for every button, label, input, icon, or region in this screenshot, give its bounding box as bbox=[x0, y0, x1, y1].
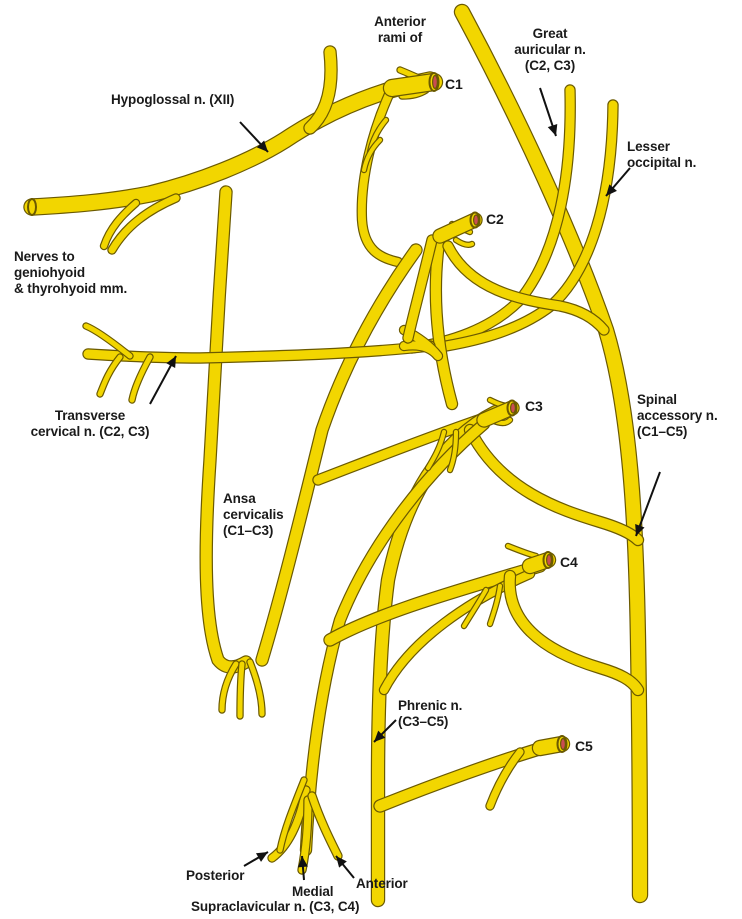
c1-root-stem bbox=[392, 82, 434, 88]
c5-to-phrenic bbox=[380, 744, 556, 806]
c4-label: C4 bbox=[560, 554, 578, 570]
anterior-rami-label: Anterior rami of bbox=[364, 14, 436, 46]
posterior-pointer bbox=[244, 852, 268, 866]
c1-label: C1 bbox=[445, 76, 463, 92]
c5-label: C5 bbox=[575, 738, 593, 754]
c5-root-cut-face bbox=[561, 739, 566, 750]
c3-to-phrenic-outline bbox=[378, 412, 496, 900]
geniohyoid-label: Nerves to geniohyoid & thyrohyoid mm. bbox=[14, 249, 127, 297]
c2-root-cut-face bbox=[474, 215, 479, 225]
supraclavicular-label: Supraclavicular n. (C3, C4) bbox=[191, 899, 359, 915]
c3-to-spinal-branch bbox=[470, 430, 638, 540]
ansa-cervicalis-label: Ansa cervicalis (C1–C3) bbox=[223, 491, 284, 539]
great-auricular-pointer bbox=[540, 88, 557, 136]
spinal-accessory-label: Spinal accessory n. (C1–C5) bbox=[637, 392, 718, 440]
c3-root-cut-face bbox=[511, 403, 516, 413]
phrenic-label: Phrenic n. (C3–C5) bbox=[398, 698, 462, 730]
anterior-label: Anterior bbox=[356, 876, 408, 892]
medial-label: Medial bbox=[292, 884, 333, 900]
c1-root-cut-face bbox=[433, 76, 438, 89]
transverse-cervical-twig-2 bbox=[100, 357, 120, 394]
ansa-superior-root bbox=[206, 192, 246, 667]
c1-down-branch bbox=[362, 88, 398, 262]
transverse-cervical-pointer bbox=[150, 356, 176, 404]
great-auricular-label: Great auricular n. (C2, C3) bbox=[497, 26, 603, 74]
c4-root-cut-face bbox=[547, 555, 552, 566]
anterior-pointer bbox=[336, 856, 354, 878]
lesser-occipital-label: Lesser occipital n. bbox=[627, 139, 696, 171]
transverse-cervical-twig-3 bbox=[132, 357, 150, 400]
c2-to-c3-loop bbox=[436, 236, 452, 404]
hypoglossal-label: Hypoglossal n. (XII) bbox=[111, 92, 234, 108]
ansa-bottom-twig-3 bbox=[240, 664, 242, 716]
c2-label: C2 bbox=[486, 211, 504, 227]
transverse-cervical-label: Transverse cervical n. (C2, C3) bbox=[14, 408, 166, 440]
c3-to-phrenic bbox=[378, 412, 496, 900]
hypoglossal-cut-end bbox=[28, 199, 36, 215]
c3-label: C3 bbox=[525, 398, 543, 414]
c4-to-spinal bbox=[510, 576, 638, 690]
supraclavicular-anterior bbox=[312, 796, 338, 856]
posterior-label: Posterior bbox=[186, 868, 244, 884]
